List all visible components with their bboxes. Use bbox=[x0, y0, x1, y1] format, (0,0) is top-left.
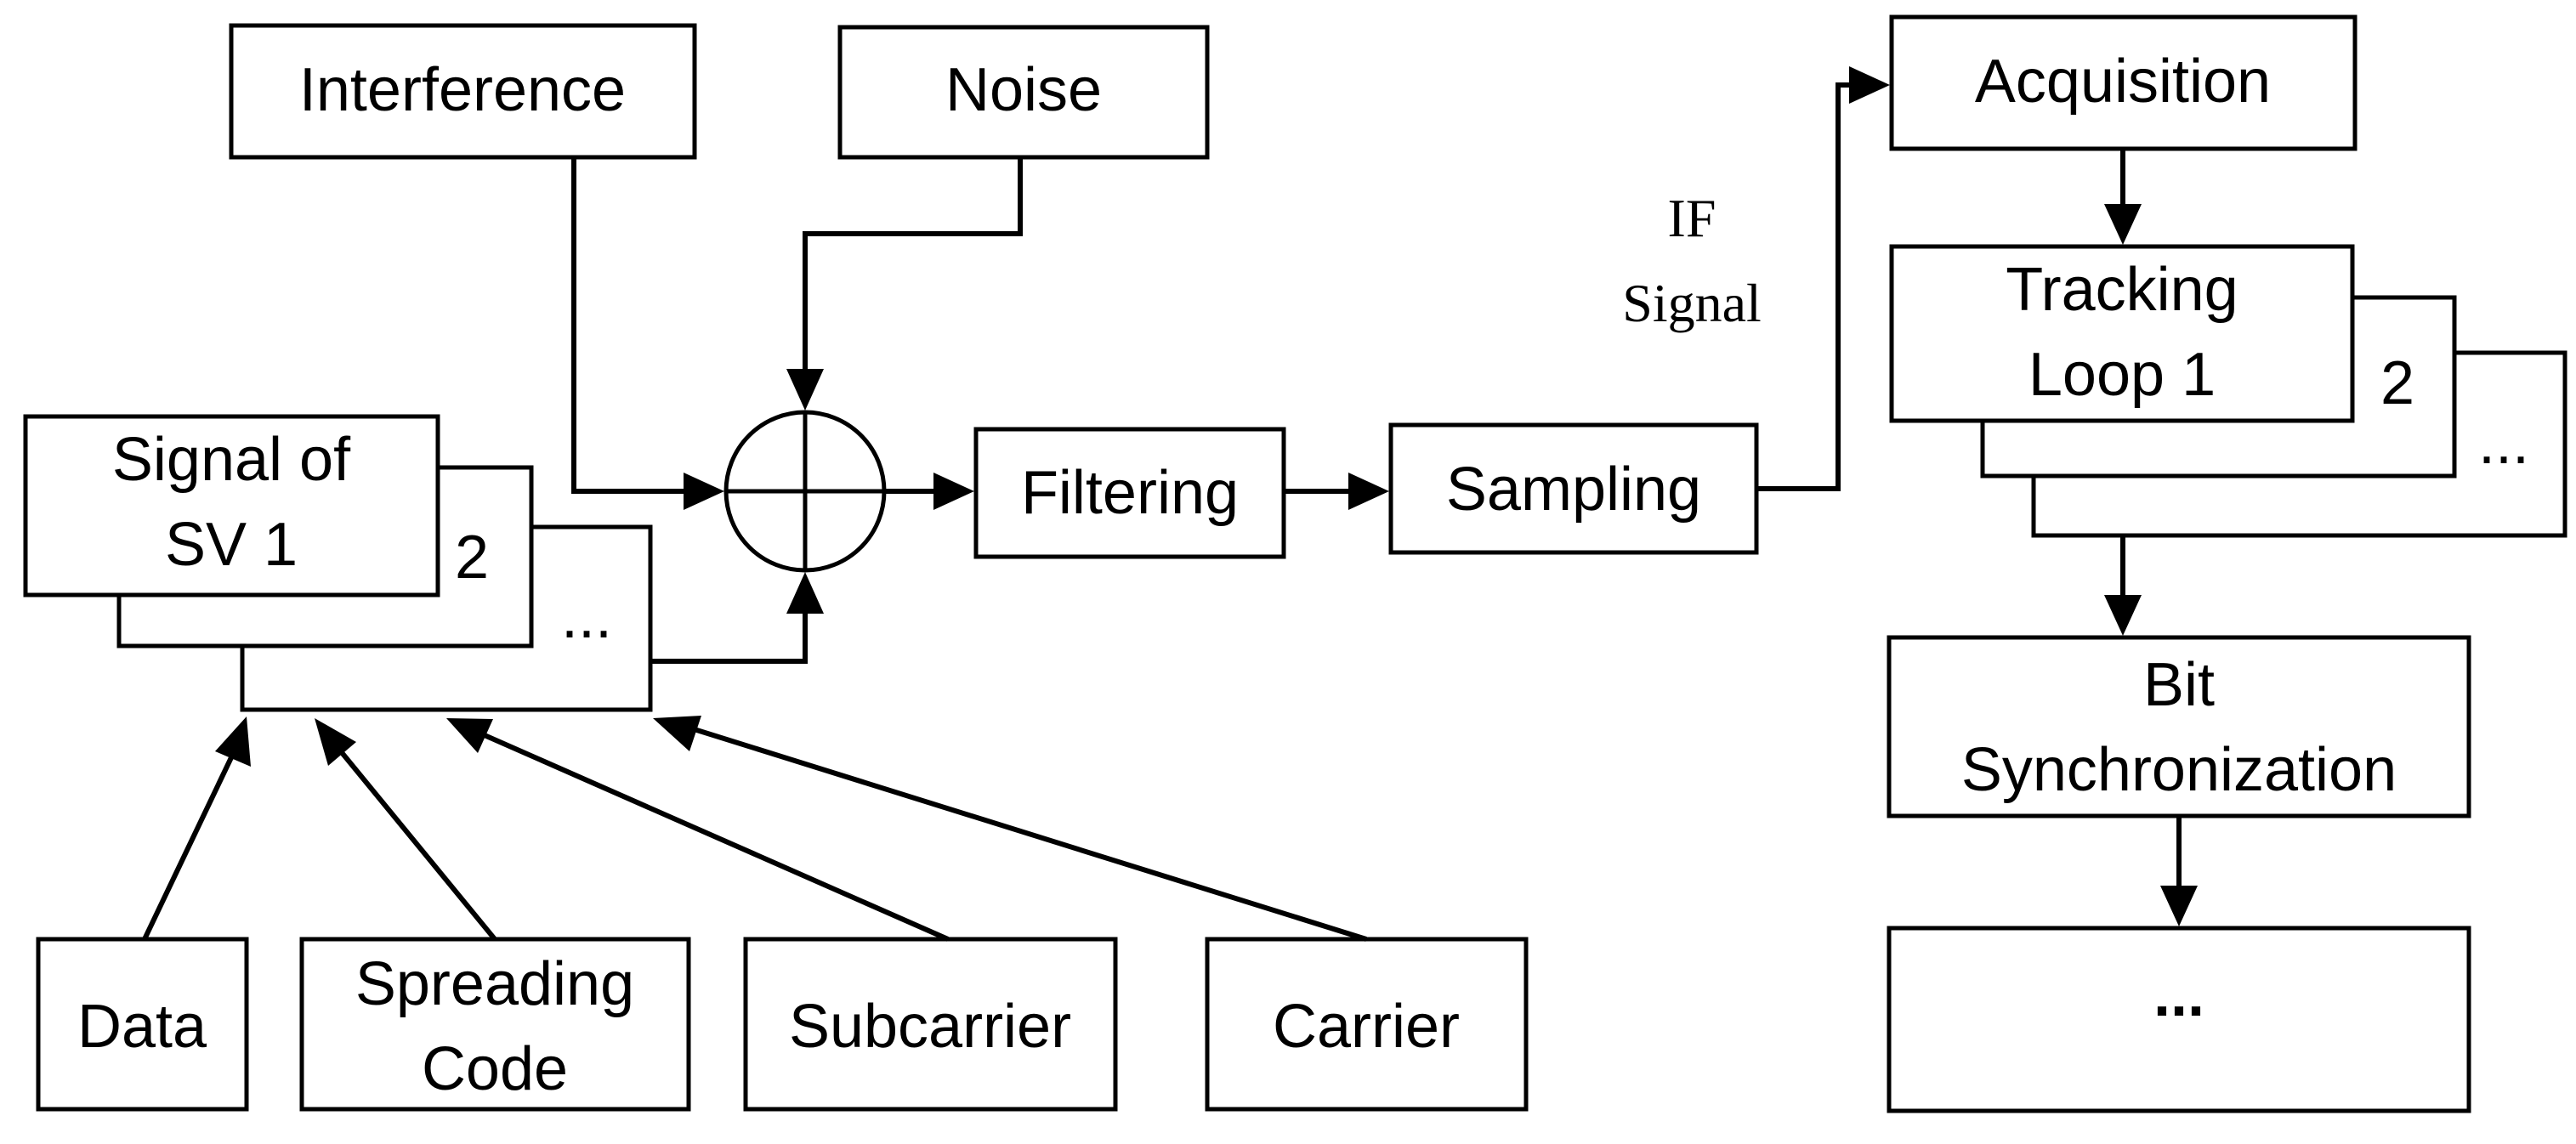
subcarrier-arrowhead bbox=[446, 718, 493, 753]
carrier-arrowhead bbox=[653, 716, 701, 751]
data-arrowhead bbox=[215, 716, 251, 767]
noise-block bbox=[837, 25, 1210, 160]
interference-block bbox=[229, 23, 697, 160]
acquisition-block bbox=[1889, 14, 2358, 151]
noise-to-sum-wire bbox=[803, 157, 1023, 371]
subcarrier-block bbox=[743, 937, 1118, 1112]
final-ellipsis-label: ... bbox=[2153, 961, 2204, 1029]
signal-sv-label-line2: SV 1 bbox=[165, 511, 298, 579]
sampling-label: Sampling bbox=[1446, 456, 1701, 524]
spreading-to-signal-wire bbox=[338, 749, 497, 941]
interference-to-sum-wire bbox=[571, 157, 685, 494]
final-arrowhead bbox=[2160, 886, 2198, 926]
signal-arrowhead bbox=[786, 572, 824, 614]
tracking-loop-more-label: ... bbox=[2478, 409, 2529, 477]
acquisition-arrowhead bbox=[1849, 66, 1890, 104]
summing-junction bbox=[723, 410, 887, 573]
tracking-arrowhead bbox=[2104, 204, 2142, 245]
bitsync-arrowhead bbox=[2104, 595, 2142, 636]
tracking-loop-1-block bbox=[1889, 244, 2355, 423]
filtering-label: Filtering bbox=[1021, 459, 1239, 527]
signal-sv-stack: Signal of SV 1 2 ... bbox=[23, 414, 653, 712]
signal-sv-label-line1: Signal of bbox=[112, 426, 351, 494]
carrier-to-signal-wire bbox=[688, 725, 1367, 942]
spreading-arrowhead bbox=[315, 718, 356, 766]
spreading-code-label-line2: Code bbox=[422, 1035, 568, 1103]
carrier-block bbox=[1205, 937, 1529, 1112]
acquisition-label: Acquisition bbox=[1975, 48, 2271, 116]
bit-synchronization-block bbox=[1887, 635, 2471, 818]
spreading-code-block bbox=[299, 937, 691, 1112]
subcarrier-to-signal-wire bbox=[477, 730, 950, 942]
if-signal-label-line2: Signal bbox=[1622, 273, 1762, 333]
data-block bbox=[36, 937, 249, 1112]
interference-arrowhead bbox=[684, 473, 724, 510]
tracking-loop-label-line2: Loop 1 bbox=[2028, 341, 2216, 409]
carrier-label: Carrier bbox=[1273, 993, 1460, 1061]
final-ellipsis-block bbox=[1887, 926, 2471, 1113]
filtering-arrowhead bbox=[933, 473, 974, 510]
tracking-loop-stack: Tracking Loop 1 2 ... bbox=[1889, 244, 2567, 538]
sampling-arrowhead bbox=[1348, 473, 1389, 510]
sampling-block bbox=[1388, 422, 1759, 555]
signal-sv-1-block bbox=[23, 414, 440, 597]
spreading-code-label-line1: Spreading bbox=[355, 950, 634, 1018]
data-label: Data bbox=[77, 993, 207, 1061]
noise-label: Noise bbox=[945, 56, 1102, 124]
signal-sv-2-label: 2 bbox=[455, 524, 489, 592]
signal-sv-more-label: ... bbox=[561, 583, 612, 651]
bit-sync-label-line2: Synchronization bbox=[1961, 736, 2397, 804]
sampling-to-acquisition-wire bbox=[1756, 82, 1852, 491]
if-signal-label-line1: IF bbox=[1668, 188, 1716, 248]
data-to-signal-wire bbox=[142, 750, 236, 941]
subcarrier-label: Subcarrier bbox=[789, 993, 1071, 1061]
tracking-loop-label-line1: Tracking bbox=[2006, 256, 2238, 324]
noise-arrowhead bbox=[786, 369, 824, 411]
bit-sync-label-line1: Bit bbox=[2143, 651, 2215, 719]
signal-to-sum-wire bbox=[650, 612, 808, 664]
tracking-loop-2-label: 2 bbox=[2380, 349, 2414, 417]
interference-label: Interference bbox=[299, 56, 626, 124]
